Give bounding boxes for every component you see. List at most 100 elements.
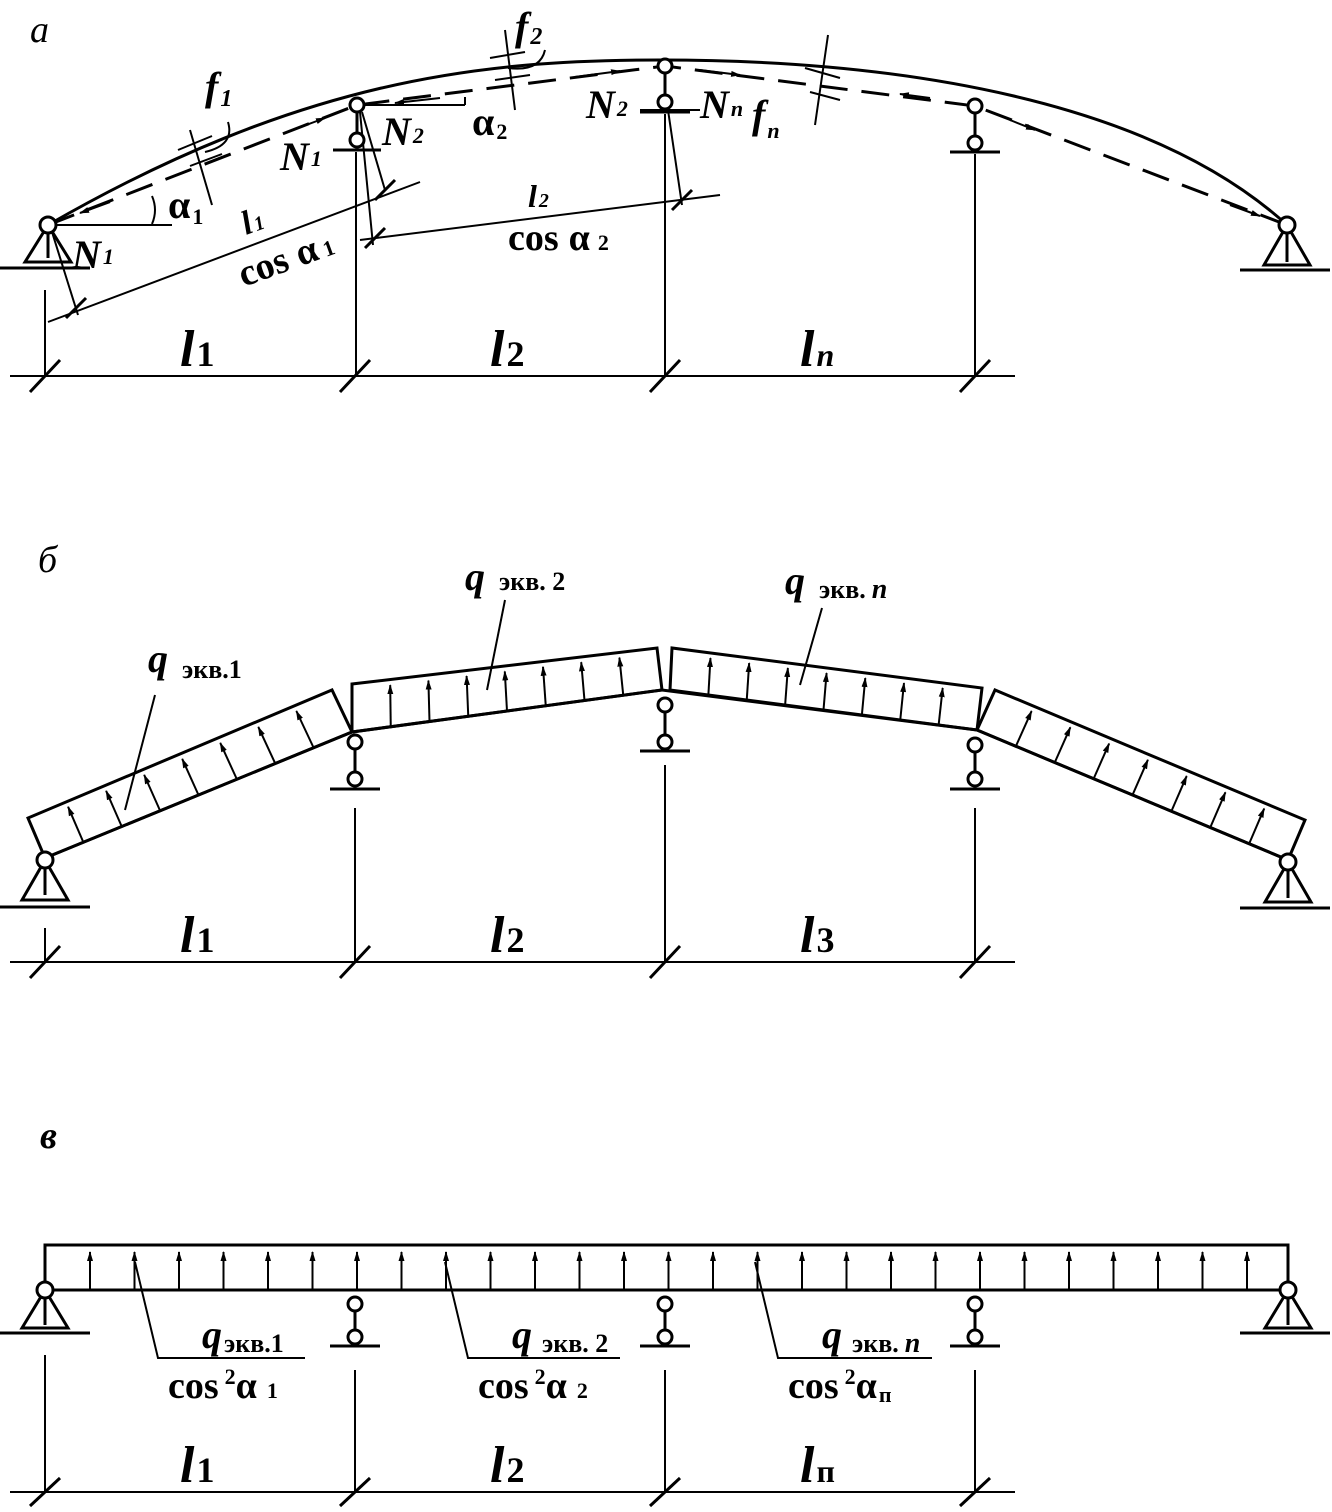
dim-tick-a3 bbox=[648, 358, 682, 394]
roller-3-b bbox=[640, 696, 690, 753]
dim-label-an: lп bbox=[800, 321, 834, 378]
sag-hook-f1 bbox=[204, 121, 231, 153]
dim-label-b1: l1 bbox=[180, 907, 214, 964]
dim-tick-b4 bbox=[958, 944, 992, 980]
leader-q1-c bbox=[134, 1261, 305, 1359]
load-arrow bbox=[1053, 726, 1072, 763]
dim-tick-c2 bbox=[338, 1476, 372, 1508]
load-arrow bbox=[105, 789, 123, 827]
label-n2-left: N2 bbox=[381, 109, 424, 154]
dim-label-a1: l1 bbox=[180, 321, 214, 378]
svg-text:l1: l1 bbox=[236, 200, 269, 242]
load-arrow bbox=[899, 682, 907, 721]
force-arrow-nn-right bbox=[699, 69, 741, 77]
load-arrow bbox=[937, 687, 945, 726]
load-arrow bbox=[67, 805, 85, 843]
dim-label-b3: l3 bbox=[800, 907, 834, 964]
dim-tick-b1 bbox=[28, 944, 62, 980]
dim-label-a2: l2 bbox=[490, 321, 524, 378]
panel-a: а bbox=[0, 4, 1330, 394]
load-arrows-b bbox=[67, 656, 1266, 845]
sag-tick-f1b bbox=[189, 153, 223, 167]
load-arrow bbox=[784, 667, 791, 706]
load-arrow bbox=[1170, 775, 1188, 812]
arch-curve bbox=[47, 58, 1289, 227]
support-left-c bbox=[0, 1280, 90, 1335]
sag-tick-fnb bbox=[809, 91, 841, 101]
support-right-b bbox=[1240, 852, 1330, 910]
roller-4-c bbox=[950, 1295, 1000, 1348]
dim-tick-c3 bbox=[648, 1476, 682, 1508]
force-arrow-right-1 bbox=[899, 92, 931, 99]
load-arrow bbox=[860, 677, 868, 716]
dim-tick-c4 bbox=[958, 1476, 992, 1508]
label-alpha1: α1 bbox=[168, 182, 203, 229]
load-arrow bbox=[463, 674, 470, 717]
dim-label-c1: l1 bbox=[180, 1437, 214, 1494]
load-arrow bbox=[1092, 742, 1111, 780]
dim-tick-a1 bbox=[28, 358, 62, 394]
load-arrow bbox=[617, 656, 625, 696]
dim-tick-a4 bbox=[958, 358, 992, 394]
label-alpha2: α2 bbox=[472, 99, 507, 144]
load-arrow bbox=[219, 742, 238, 780]
panel-c: в bbox=[0, 1115, 1330, 1508]
svg-text:l2: l2 bbox=[528, 178, 549, 214]
load-arrow bbox=[425, 679, 432, 722]
load-arrow bbox=[295, 710, 315, 749]
roller-3-c bbox=[640, 1295, 690, 1348]
force-arrow-right-2 bbox=[1009, 119, 1036, 131]
sag-mark-f2 bbox=[504, 29, 516, 111]
force-arrow-n1-right bbox=[289, 117, 326, 132]
incl-dim-2 bbox=[359, 194, 721, 241]
sag-tick-f1a bbox=[177, 135, 213, 151]
load-arrow bbox=[1014, 710, 1033, 747]
panel-a-label: а bbox=[30, 9, 49, 51]
dim-tick-c1 bbox=[28, 1476, 62, 1508]
incl-tick-1b bbox=[373, 178, 397, 202]
load-arrow bbox=[143, 773, 162, 812]
sag-tick-fna bbox=[804, 67, 841, 79]
load-block-3 bbox=[668, 646, 984, 732]
load-arrow bbox=[1248, 807, 1266, 845]
load-arrow bbox=[540, 665, 547, 706]
dim-label-c2: l2 bbox=[490, 1437, 524, 1494]
label-fn: fп bbox=[752, 92, 780, 143]
leader-q1 bbox=[124, 694, 156, 811]
support-right-a bbox=[1240, 215, 1330, 272]
force-arrow-n1-left bbox=[79, 201, 111, 214]
force-arrow-right-3 bbox=[1229, 204, 1261, 217]
label-q1-c: qэкв.1 bbox=[202, 1312, 284, 1358]
incl-ext-2a bbox=[359, 111, 374, 246]
incl-ext-2b bbox=[667, 109, 683, 206]
support-right-c bbox=[1240, 1280, 1330, 1335]
sag-hook-f2 bbox=[507, 49, 546, 70]
load-arrow bbox=[257, 726, 277, 764]
uniform-load-block bbox=[43, 1243, 1290, 1292]
load-arrows-c bbox=[87, 1251, 1250, 1290]
label-n2-mid: N2 bbox=[585, 82, 628, 127]
load-arrow bbox=[745, 662, 752, 701]
label-n1-left: N1 bbox=[71, 232, 114, 277]
leader-q2 bbox=[486, 599, 506, 691]
label-n1-mid: N1 bbox=[279, 134, 322, 179]
incl-dim-1 bbox=[47, 181, 421, 323]
roller-3-a bbox=[640, 57, 690, 114]
roller-4-b bbox=[950, 736, 1000, 791]
load-block-1 bbox=[26, 688, 355, 860]
load-arrow bbox=[578, 661, 586, 701]
dim-tick-b3 bbox=[648, 944, 682, 980]
load-arrow bbox=[181, 758, 200, 796]
label-nn: Nп bbox=[699, 82, 743, 127]
roller-2-c bbox=[330, 1295, 380, 1348]
support-left-a bbox=[0, 215, 90, 270]
angle-arc-1 bbox=[151, 195, 156, 225]
